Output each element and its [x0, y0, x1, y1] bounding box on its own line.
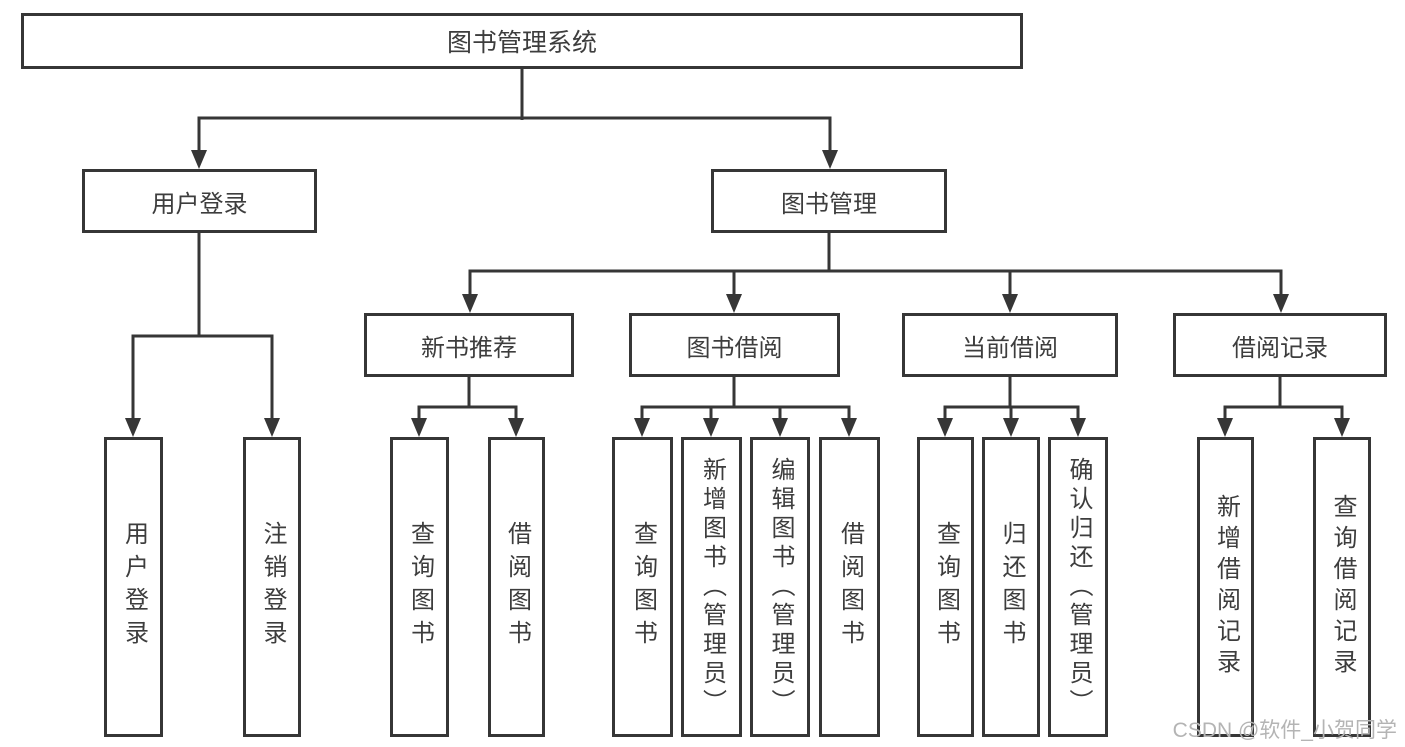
node-user-login: 用户登录 — [82, 169, 317, 233]
node-library-management-system: 图书管理系统 — [21, 13, 1023, 69]
node-label: 图书管理系统 — [446, 29, 597, 57]
node-label: 用户登录 — [120, 521, 148, 653]
connector-new-book-subtree — [411, 377, 524, 437]
connector-user-login-subtree — [125, 233, 280, 437]
connector-borrow-record-subtree — [1217, 377, 1350, 437]
leaf-add-books-admin: 新增图书（管理员） — [681, 437, 742, 737]
node-book-management: 图书管理 — [711, 169, 947, 233]
node-label: 查询图书 — [629, 521, 657, 653]
node-book-borrow: 图书借阅 — [629, 313, 840, 377]
node-label: 借阅图书 — [836, 521, 864, 653]
leaf-user-login: 用户登录 — [104, 437, 163, 737]
leaf-borrow-books: 借阅图书 — [819, 437, 880, 737]
node-label: 确认归还（管理员） — [1065, 456, 1092, 718]
node-current-borrow: 当前借阅 — [902, 313, 1118, 377]
leaf-query-books-borrow: 查询图书 — [612, 437, 673, 737]
node-new-book-recommend: 新书推荐 — [364, 313, 574, 377]
leaf-borrow-books-recommend: 借阅图书 — [488, 437, 545, 737]
node-label: 新书推荐 — [421, 334, 517, 362]
node-label: 借阅记录 — [1232, 334, 1328, 362]
connector-book-borrow-subtree — [634, 377, 857, 437]
leaf-query-books-current: 查询图书 — [917, 437, 974, 737]
connector-current-borrow-subtree — [937, 377, 1086, 437]
node-label: 编辑图书（管理员） — [767, 456, 794, 718]
node-label: 图书管理 — [781, 190, 877, 218]
connector-root-to-level2 — [191, 69, 838, 169]
node-label: 新增借阅记录 — [1212, 494, 1240, 680]
node-label: 归还图书 — [998, 521, 1025, 653]
leaf-query-books-recommend: 查询图书 — [390, 437, 449, 737]
node-label: 查询图书 — [932, 521, 960, 653]
node-label: 用户登录 — [151, 190, 248, 218]
node-label: 图书借阅 — [686, 334, 783, 362]
node-label: 注销登录 — [259, 521, 286, 653]
csdn-watermark: CSDN @软件_小贺同学 — [1172, 719, 1397, 742]
node-label: 借阅图书 — [503, 521, 531, 653]
node-label: 查询借阅记录 — [1329, 494, 1356, 680]
node-label: 查询图书 — [406, 521, 434, 653]
leaf-add-borrow-record: 新增借阅记录 — [1197, 437, 1254, 737]
leaf-query-borrow-record: 查询借阅记录 — [1313, 437, 1371, 737]
leaf-logout: 注销登录 — [243, 437, 301, 737]
leaf-confirm-return-admin: 确认归还（管理员） — [1048, 437, 1108, 737]
leaf-return-books: 归还图书 — [982, 437, 1040, 737]
node-label: 当前借阅 — [962, 334, 1058, 362]
leaf-edit-books-admin: 编辑图书（管理员） — [750, 437, 810, 737]
connector-book-mgmt-to-level3 — [462, 233, 1289, 313]
node-label: 新增图书（管理员） — [698, 456, 726, 718]
node-borrow-record: 借阅记录 — [1173, 313, 1387, 377]
